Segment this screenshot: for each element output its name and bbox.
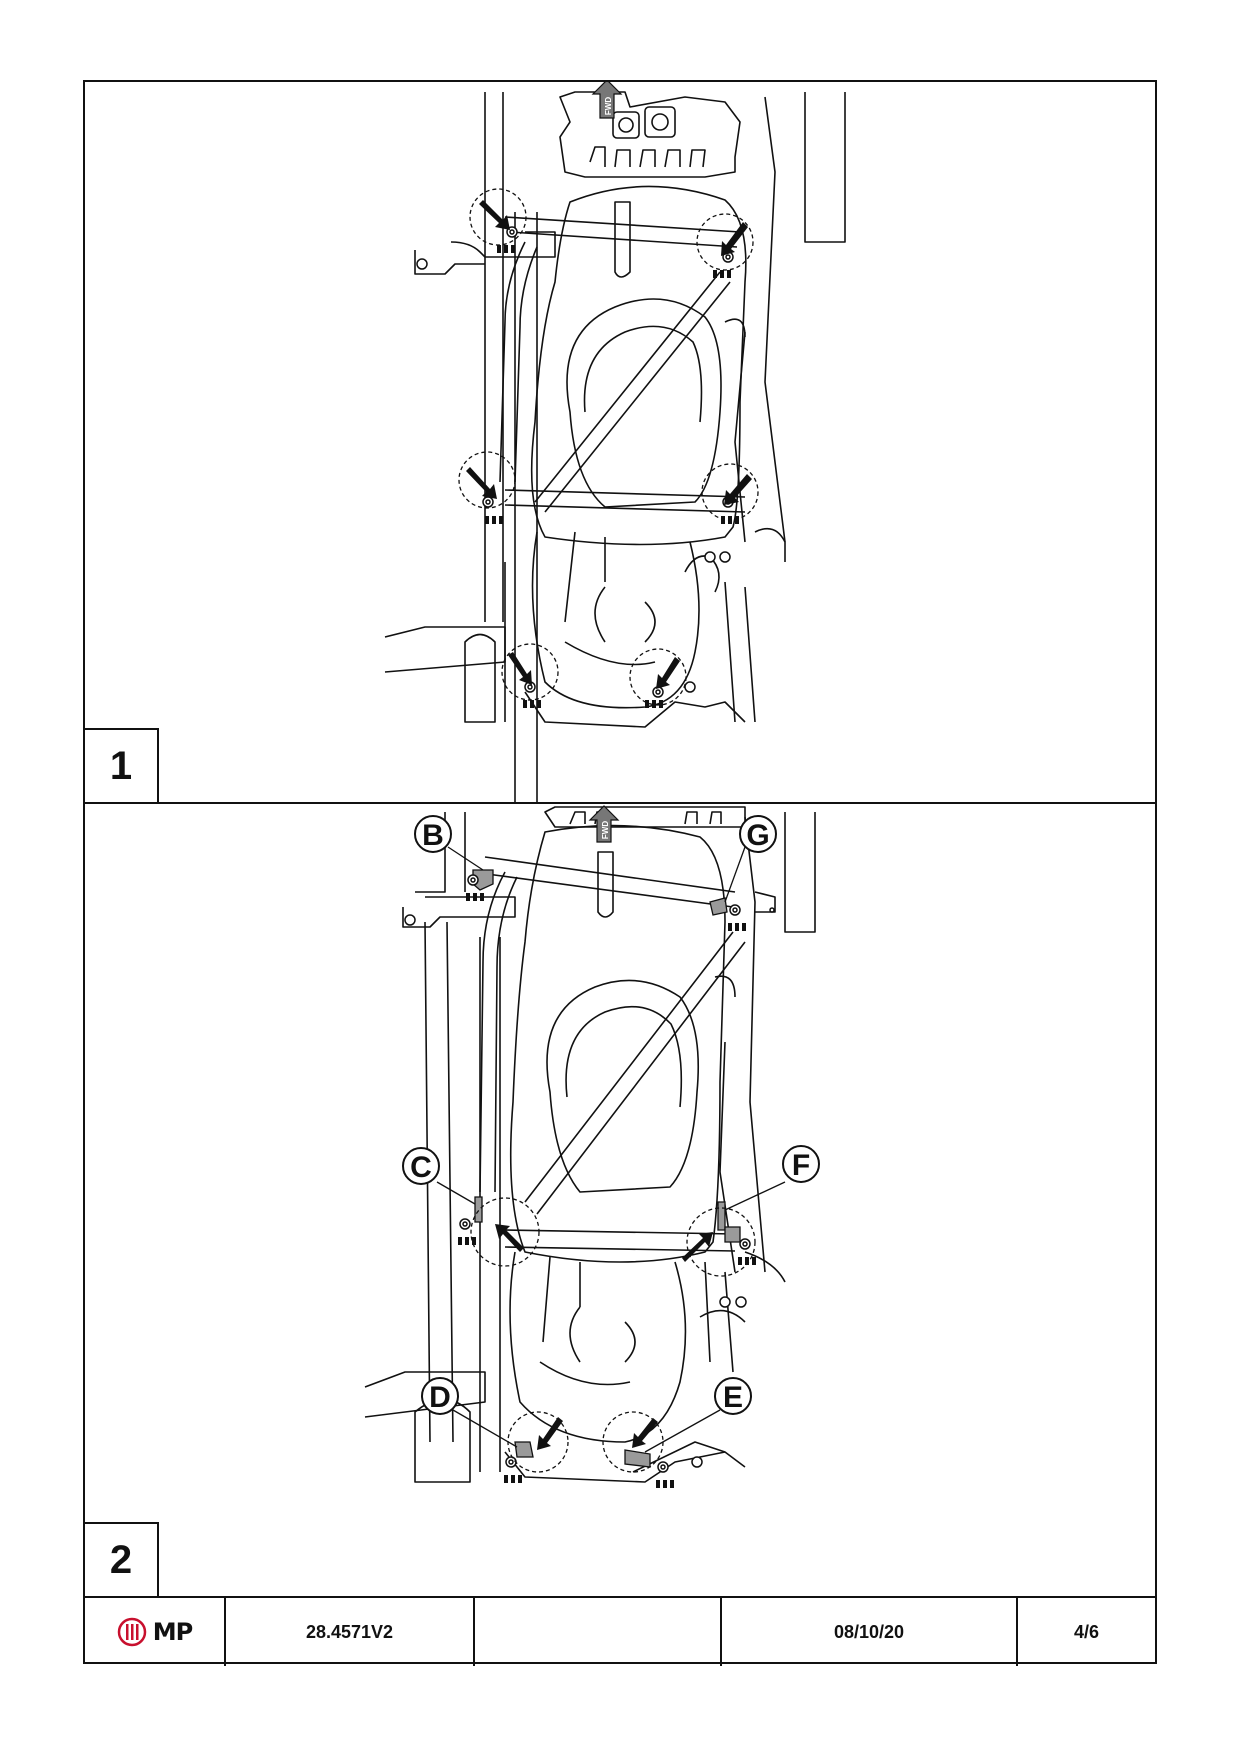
title-block: MP 28.4571V2 08/10/20 4/6 [85, 1596, 1155, 1666]
fwd-arrow-icon [591, 82, 623, 119]
date: 08/10/20 [722, 1598, 1018, 1666]
callout-g [739, 815, 777, 853]
step-2-number: 2 [85, 1522, 159, 1596]
step-1-illustration: FWD [384, 82, 846, 802]
callout-d [421, 1377, 459, 1415]
callout-d-label: D [429, 1381, 451, 1414]
tightening-arrow-icon [466, 200, 752, 708]
callout-c-label: C [410, 1151, 432, 1184]
blank-cell [475, 1598, 722, 1666]
callout-b-label: B [422, 819, 444, 852]
step-2-illustration: FWD B G C [364, 805, 820, 1488]
page-number: 4/6 [1073, 1621, 1100, 1642]
part-number: 28.4571V2 [226, 1598, 475, 1666]
step-2-panel: FWD B G C [85, 802, 1155, 1596]
step-1-number: 1 [85, 728, 159, 802]
callout-f [782, 1145, 820, 1183]
fwd-label: FWD [604, 97, 613, 115]
callout-c [402, 1147, 440, 1185]
fwd-label: FWD [601, 821, 610, 839]
mp-logo-icon [117, 1617, 146, 1647]
instruction-sheet: FWD 1 [83, 80, 1157, 1666]
callout-e-label: E [723, 1381, 743, 1414]
brand-logo: MP [117, 1617, 193, 1647]
callout-e [714, 1377, 752, 1415]
callout-f-label: F [792, 1149, 810, 1182]
logo-text: MP [152, 1618, 193, 1646]
fwd-arrow-icon [588, 805, 620, 843]
callout-b [414, 815, 452, 853]
logo-cell: MP [85, 1598, 226, 1666]
step-1-panel: FWD 1 [85, 82, 1155, 804]
tightening-arrow-icon [458, 893, 756, 1488]
callout-g-label: G [746, 819, 769, 852]
